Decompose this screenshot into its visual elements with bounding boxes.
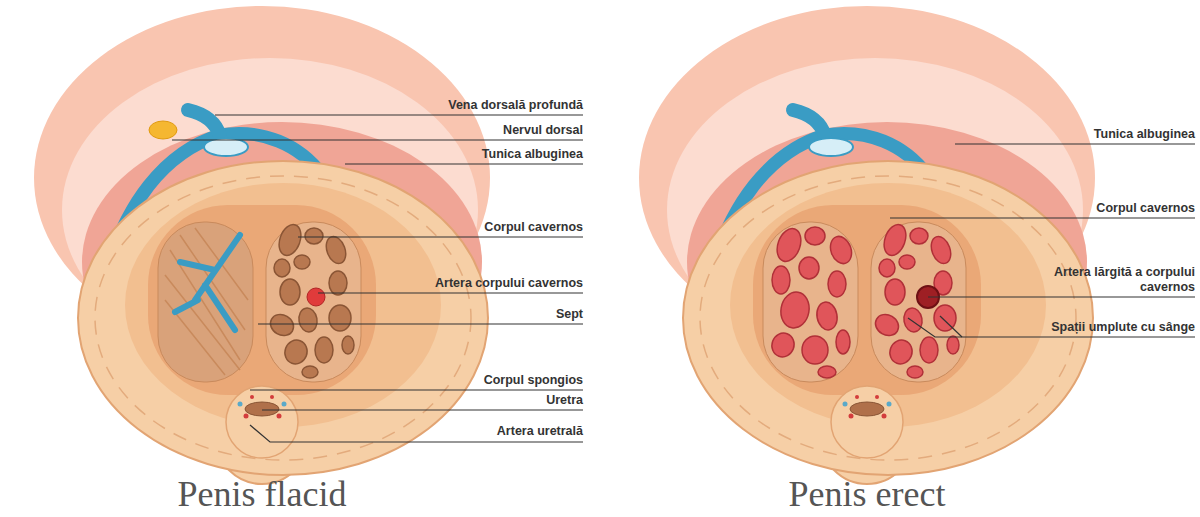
blood-space xyxy=(294,255,310,269)
blood-space xyxy=(772,266,790,294)
blood-space xyxy=(342,336,354,354)
blood-space xyxy=(267,310,298,339)
blood-space xyxy=(275,222,305,259)
blood-space xyxy=(323,234,349,266)
blood-space xyxy=(836,330,850,354)
part-label: Artera corpului cavernos xyxy=(323,276,583,291)
part-label: Artera uretrală xyxy=(323,424,583,439)
part-label: Tunica albuginea xyxy=(323,147,583,162)
blood-space xyxy=(773,225,805,264)
part-label: Uretra xyxy=(323,393,583,408)
part-label: Sept xyxy=(323,307,583,322)
blood-space xyxy=(802,336,828,364)
figure-flaccid xyxy=(34,6,490,484)
blood-space xyxy=(934,305,956,331)
blood-space xyxy=(910,228,928,244)
blood-space xyxy=(805,227,825,245)
blood-space xyxy=(879,259,895,277)
blood-space xyxy=(280,279,300,305)
blood-space xyxy=(815,300,840,331)
blood-space xyxy=(799,257,819,279)
blood-space xyxy=(778,290,812,330)
part-label: Nervul dorsal xyxy=(323,123,583,138)
blood-space xyxy=(329,271,347,295)
blood-space xyxy=(947,336,959,354)
blood-space xyxy=(769,330,798,360)
blood-space xyxy=(315,337,333,363)
part-label: Vena dorsală profundă xyxy=(323,98,583,113)
blood-space xyxy=(885,279,905,305)
blood-space xyxy=(329,305,351,331)
part-label: Artera lărgită a corpului cavernos xyxy=(1045,265,1195,295)
blood-space xyxy=(920,337,938,363)
blood-space xyxy=(297,307,319,334)
blood-space xyxy=(887,337,916,367)
part-label: Spații umplute cu sânge xyxy=(935,320,1195,335)
leader-lines xyxy=(172,115,1195,442)
blood-space xyxy=(827,233,855,266)
figure-erect xyxy=(639,6,1095,484)
blood-space xyxy=(302,366,318,378)
blood-space xyxy=(902,307,924,334)
blood-space xyxy=(907,366,923,378)
blood-space xyxy=(828,271,846,297)
figure-title: Penis erect xyxy=(717,474,1017,514)
blood-space xyxy=(928,234,954,266)
figure-title: Penis flacid xyxy=(112,474,412,514)
blood-space xyxy=(818,366,836,378)
blood-space xyxy=(282,337,311,367)
blood-space xyxy=(899,255,915,269)
part-label: Corpul cavernos xyxy=(935,201,1195,216)
part-label: Corpul spongios xyxy=(323,373,583,388)
part-label: Tunica albuginea xyxy=(935,127,1195,142)
part-label: Corpul cavernos xyxy=(323,220,583,235)
blood-space xyxy=(880,222,910,259)
blood-space xyxy=(872,310,903,339)
blood-space xyxy=(305,228,323,244)
blood-space xyxy=(274,259,290,277)
